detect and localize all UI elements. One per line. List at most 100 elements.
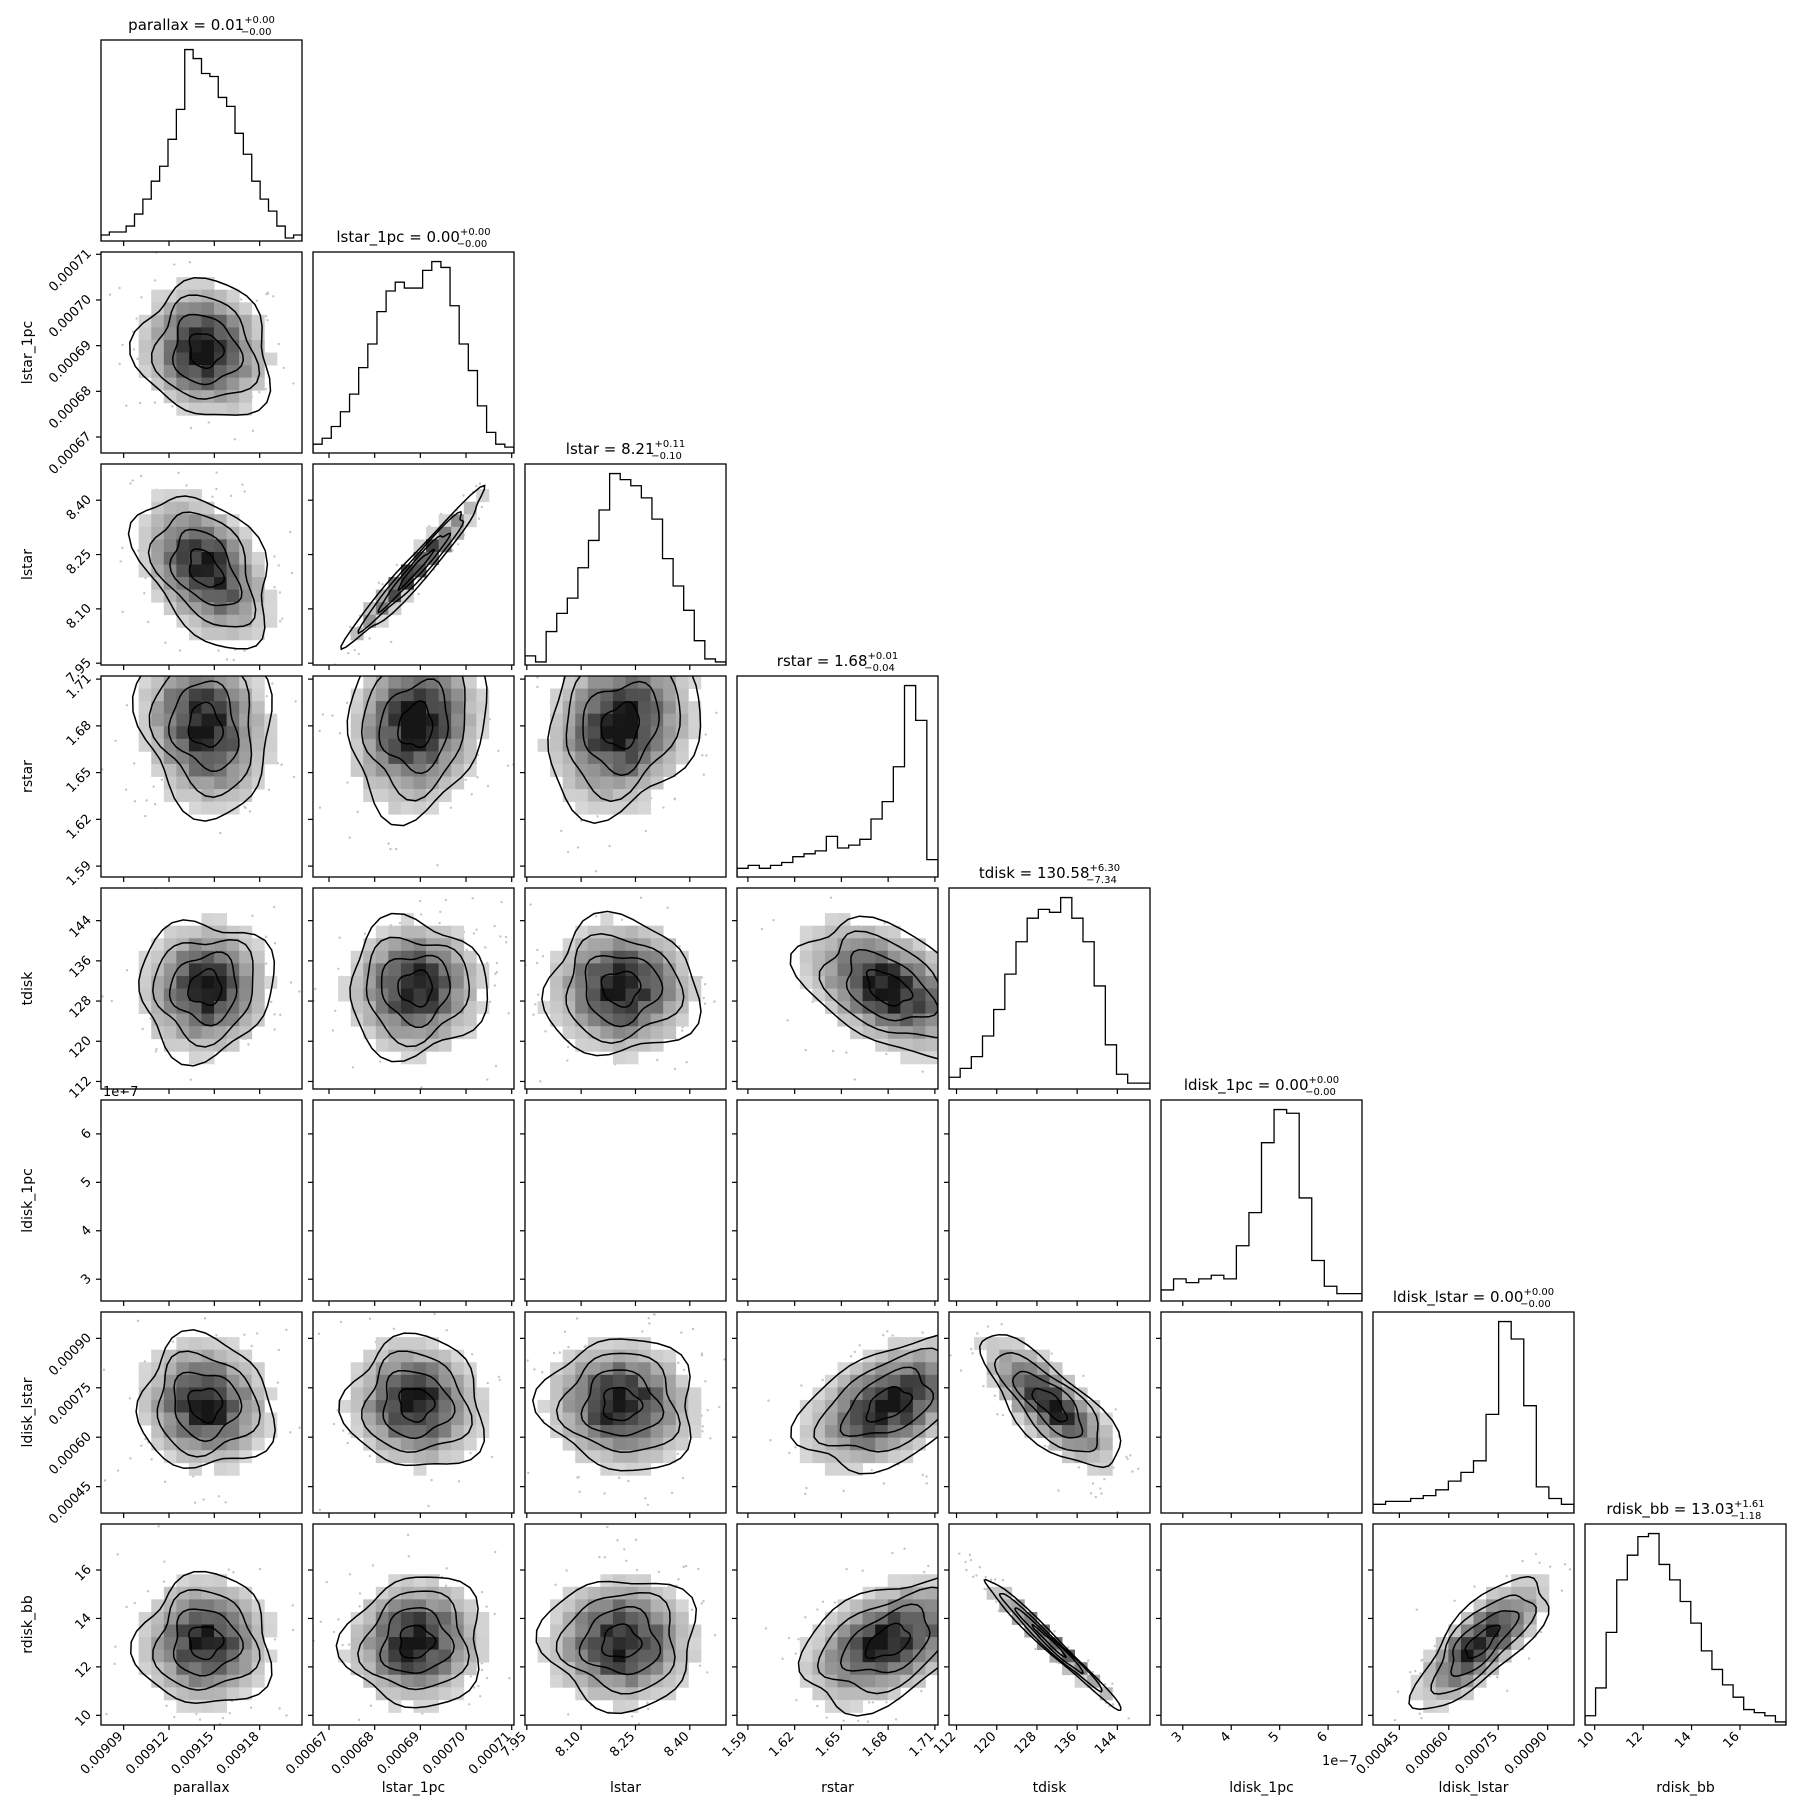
density-cell [214,289,228,303]
y-axis-label-rstar: rstar [20,760,36,793]
sample-point [277,342,280,346]
density-cell [251,975,265,989]
sample-point [966,1423,968,1425]
contour-level [978,1333,1122,1469]
density-cell [251,577,265,591]
density-cell [251,1362,265,1376]
y-tick-label: 0.00070 [46,292,95,341]
sample-point [272,295,275,298]
sample-point [464,778,467,781]
sample-point [532,1013,535,1016]
y-axis-label-ldisk_lstar: ldisk_lstar [20,1377,36,1447]
density-cell [612,738,626,752]
density-cell [925,1374,938,1388]
density-cell [612,726,626,740]
sample-point [292,382,295,385]
density-cell [612,1026,626,1040]
density-panel-parallax-rdisk_bb [105,1525,295,1725]
density-cell [176,1624,190,1638]
density-cell [388,925,402,939]
sample-point [603,1492,606,1495]
density-cell [251,751,265,765]
density-cell [575,1437,589,1451]
density-cell [638,701,652,715]
sample-point [290,1423,292,1425]
density-cell [550,1013,564,1027]
density-cell [625,1450,639,1464]
density-cell [264,751,278,765]
sample-point [964,996,966,998]
density-cell [600,726,614,740]
density-cell [138,1662,152,1676]
sample-point [495,961,499,965]
sample-point [1129,1454,1132,1457]
density-cell [163,577,177,591]
density-cell [188,551,202,565]
density-cell [451,688,465,702]
density-cell [350,627,364,641]
sample-point [397,1518,399,1520]
sample-point [772,918,775,922]
density-cell [824,925,838,939]
density-cell [663,1026,677,1040]
density-cell [850,950,864,964]
density-cell [151,352,165,366]
density-cell [201,738,215,752]
sample-point [417,592,420,596]
density-cell [226,938,240,952]
density-cell [400,751,414,765]
sample-point [122,1423,124,1425]
sample-point [136,1319,140,1323]
density-cell [214,314,228,328]
sample-point [982,1085,984,1087]
density-cell [163,1450,177,1464]
sample-point [143,1360,146,1363]
density-cell [600,950,614,964]
density-cell [862,1412,876,1426]
density-cell [151,539,165,553]
density-cell [438,726,452,740]
panel-frame [524,675,727,878]
density-cell [625,751,639,765]
density-cell [363,1349,377,1363]
sample-point [279,1013,282,1017]
density-cell [375,776,389,790]
sample-point [419,913,423,916]
sample-point [700,976,704,979]
panel-frame [1160,1311,1363,1514]
density-cell [400,988,414,1002]
sample-point [495,970,499,974]
density-cell [587,713,601,727]
sample-point [529,903,532,906]
density-cell [138,1637,152,1651]
density-panel-lstar_1pc-rstar [318,668,514,867]
sample-point [738,1423,740,1425]
sample-point [290,571,294,575]
density-cell [388,950,402,964]
density-cell [824,1387,838,1401]
density-cell [451,763,465,777]
sample-point [281,617,284,620]
density-cell [575,1374,589,1388]
contour-level [377,532,452,614]
sample-point [387,670,389,672]
density-cell [214,551,228,565]
density-cell [625,1051,639,1065]
density-cell [138,564,152,578]
density-cell [176,726,190,740]
sample-point [729,1455,731,1457]
density-cell [350,1412,364,1426]
density-cell [900,1374,914,1388]
density-cell [438,1001,452,1015]
sample-point [425,668,427,670]
density-cell [612,963,626,977]
density-cell [363,726,377,740]
panel-frame [736,1311,939,1514]
sample-point [618,1476,621,1479]
density-cell [438,1412,452,1426]
density-cell [163,1387,177,1401]
density-cell [426,763,440,777]
density-cell [226,950,240,964]
density-cell [625,988,639,1002]
density-cell [226,701,240,715]
